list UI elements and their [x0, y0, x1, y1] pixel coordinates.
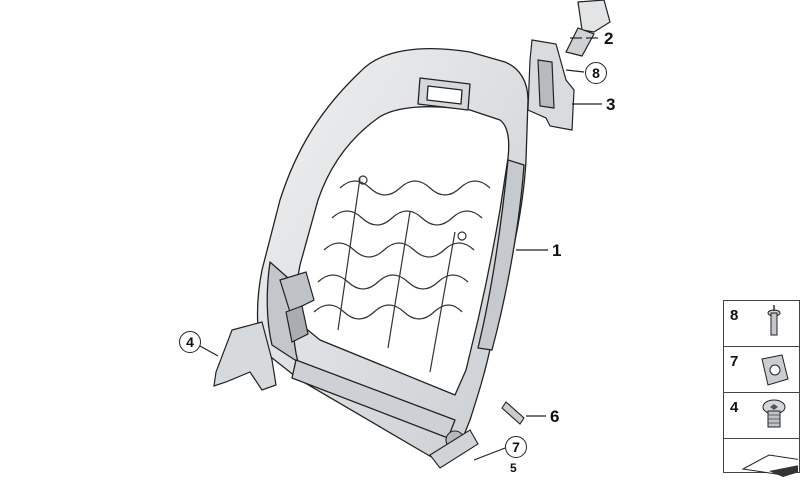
leader-lines	[199, 37, 602, 461]
torx-screw-icon	[762, 399, 786, 428]
legend-cell-rivet: 8	[723, 300, 800, 347]
shim-plate-icon	[741, 454, 798, 477]
callout-4-circle: 4	[179, 331, 201, 353]
callout-2: 2	[604, 29, 614, 48]
adjustment-motor	[279, 271, 315, 343]
callout-5: 5	[510, 461, 517, 475]
callout-6: 6	[550, 407, 560, 426]
callout-7-circle: 7	[505, 436, 527, 458]
legend-label: 7	[730, 353, 739, 370]
clip-nut-icon	[761, 354, 789, 386]
headrest-guide	[565, 0, 611, 57]
backrest-frame	[256, 47, 529, 463]
parts-legend: 8 7 4	[723, 300, 800, 477]
seat-backrest-diagram	[199, 0, 611, 469]
legend-cell-clip-nut: 7	[723, 346, 800, 393]
legend-cell-torx-screw: 4	[723, 392, 800, 439]
return-spring	[429, 401, 525, 469]
spring-wire-mat	[313, 175, 491, 373]
guide-sleeve-bracket	[527, 39, 575, 131]
callout-3: 3	[606, 95, 616, 114]
callout-1: 1	[552, 241, 562, 260]
legend-label: 4	[730, 399, 739, 416]
rivet-icon	[767, 305, 781, 336]
legend-label: 8	[730, 307, 739, 324]
legend-cell-shim	[723, 438, 800, 477]
callout-8-circle: 8	[585, 62, 607, 84]
lower-left-bracket	[213, 321, 277, 391]
